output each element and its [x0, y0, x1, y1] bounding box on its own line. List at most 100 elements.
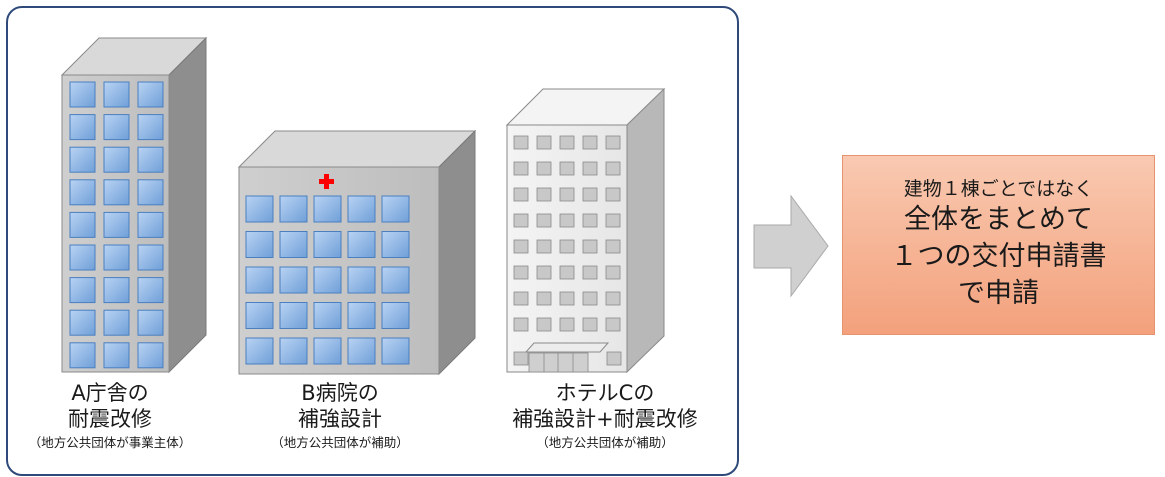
window	[536, 135, 552, 150]
window	[137, 179, 164, 206]
callout-line3: １つの交付申請書	[890, 241, 1107, 272]
building-c-title-line2: 補強設計+耐震改修	[512, 407, 698, 432]
window	[536, 161, 552, 176]
window	[103, 211, 130, 238]
window	[381, 302, 410, 329]
window	[279, 231, 308, 258]
window	[313, 302, 342, 329]
window	[559, 135, 575, 150]
window	[103, 244, 130, 271]
window	[513, 187, 529, 202]
building-a-note: （地方公共団体が事業主体）	[28, 434, 192, 450]
window	[536, 317, 552, 332]
building-c-caption: ホテルCの 補強設計+耐震改修 （地方公共団体が補助）	[490, 380, 720, 450]
window	[103, 309, 130, 336]
building-c-title-line1: ホテルCの	[555, 381, 655, 405]
building-a-caption: A庁舎の 耐震改修 （地方公共団体が事業主体）	[10, 380, 210, 450]
window	[605, 317, 621, 332]
window	[137, 309, 164, 336]
window	[347, 231, 376, 258]
window	[559, 291, 575, 306]
window	[381, 266, 410, 294]
window	[245, 337, 274, 365]
window	[606, 351, 622, 366]
building-a-icon	[60, 36, 208, 374]
building-b-title-line2: 補強設計	[298, 407, 382, 432]
window	[605, 239, 621, 254]
window	[313, 337, 342, 365]
window	[137, 211, 164, 238]
building-c-note: （地方公共団体が補助）	[536, 434, 674, 450]
window	[605, 187, 621, 202]
window	[513, 317, 529, 332]
window	[381, 195, 410, 223]
window	[582, 213, 598, 228]
window	[69, 244, 96, 271]
window	[582, 161, 598, 176]
window	[69, 81, 96, 108]
window	[513, 291, 529, 306]
window	[536, 265, 552, 280]
building-b-icon	[237, 129, 477, 376]
window	[313, 231, 342, 258]
window	[103, 342, 130, 369]
window	[605, 135, 621, 150]
window	[347, 337, 376, 365]
window	[279, 266, 308, 294]
window	[559, 187, 575, 202]
window	[513, 239, 529, 254]
window	[536, 291, 552, 306]
callout-line1: 建物１棟ごとではなく	[903, 178, 1094, 200]
window	[347, 266, 376, 294]
window	[582, 265, 598, 280]
window	[381, 337, 410, 365]
window	[559, 239, 575, 254]
window	[513, 265, 529, 280]
window	[313, 195, 342, 223]
window	[559, 317, 575, 332]
window	[559, 265, 575, 280]
window	[137, 277, 164, 304]
window	[137, 81, 164, 108]
building-b-caption: B病院の 補強設計 （地方公共団体が補助）	[240, 380, 440, 450]
window	[582, 291, 598, 306]
window	[279, 195, 308, 223]
window	[279, 302, 308, 329]
window	[605, 161, 621, 176]
window	[279, 337, 308, 365]
window	[381, 231, 410, 258]
window	[582, 187, 598, 202]
window	[313, 266, 342, 294]
window	[513, 213, 529, 228]
application-callout: 建物１棟ごとではなく 全体をまとめて １つの交付申請書 で申請	[842, 155, 1155, 335]
window	[245, 195, 274, 223]
window	[245, 231, 274, 258]
building-a-title-line1: A庁舎の	[71, 381, 149, 405]
window	[559, 161, 575, 176]
window	[605, 291, 621, 306]
window	[536, 187, 552, 202]
window	[103, 146, 130, 173]
building-b-note: （地方公共団体が補助）	[271, 434, 409, 450]
window	[536, 213, 552, 228]
window	[245, 266, 274, 294]
building-a-title-line2: 耐震改修	[68, 407, 152, 432]
window	[103, 179, 130, 206]
window	[347, 195, 376, 223]
window	[513, 351, 529, 366]
window	[137, 244, 164, 271]
window	[137, 146, 164, 173]
building-c-icon	[505, 87, 666, 374]
window	[605, 265, 621, 280]
callout-line2: 全体をまとめて	[904, 204, 1093, 235]
buildings-frame	[6, 6, 739, 476]
hospital-cross-icon	[319, 174, 334, 189]
window	[559, 213, 575, 228]
callout-line4: で申請	[958, 278, 1039, 309]
window	[103, 277, 130, 304]
window	[582, 317, 598, 332]
window	[536, 239, 552, 254]
window	[69, 211, 96, 238]
hotel-entrance-icon	[524, 342, 610, 373]
